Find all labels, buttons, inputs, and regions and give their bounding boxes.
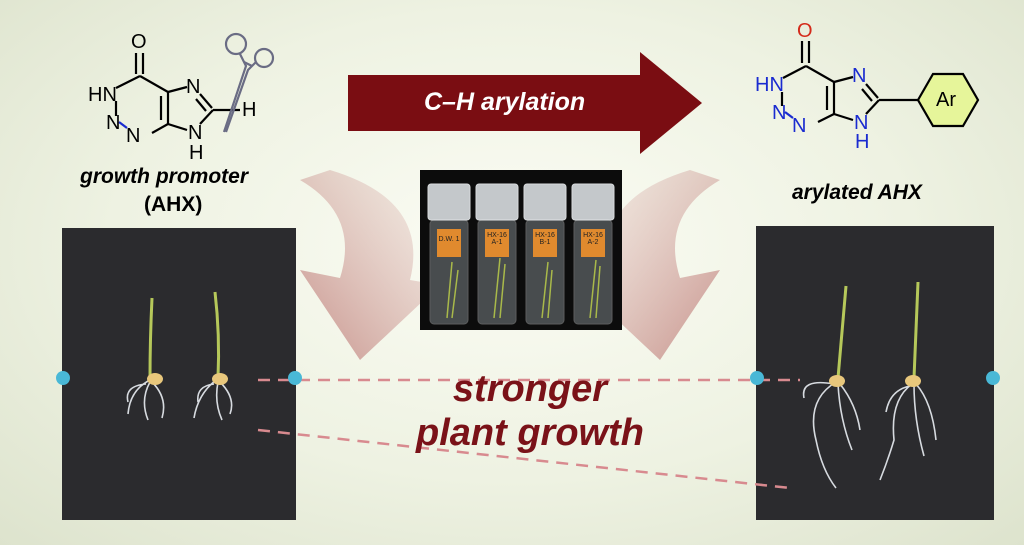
atom-h: H (855, 131, 870, 153)
photo-right (756, 226, 994, 520)
atom-h: H (189, 142, 204, 164)
photo-edge-dot (750, 371, 764, 385)
vial-label: HX-16 A-1 (487, 232, 507, 246)
atom-n: N (106, 112, 121, 134)
comparison-lines (257, 378, 800, 490)
atom-hn: HN (755, 74, 784, 96)
result-line-2: plant growth (416, 412, 644, 454)
aryl-ring (916, 72, 980, 128)
ahx-structure (114, 53, 240, 134)
atom-n: N (188, 122, 203, 144)
curved-arrow-left (300, 170, 440, 360)
photo-edge-dot (986, 371, 1000, 385)
atom-n: N (186, 76, 201, 98)
photo-edge-dot (288, 371, 302, 385)
atom-n: N (792, 115, 807, 137)
atom-n: N (854, 112, 869, 134)
atom-o: O (131, 31, 147, 53)
vial-labels-bg (437, 229, 605, 257)
vial-label: HX-16 B-1 (535, 232, 555, 246)
photo-edge-dot (56, 371, 70, 385)
left-seedling (126, 291, 233, 421)
ahx-caption: growth promoter (80, 165, 248, 188)
forceps-icon (222, 32, 275, 133)
vial-label: HX-16 A-2 (583, 232, 603, 246)
ahx-abbrev: (AHX) (144, 193, 203, 216)
photo-left (62, 228, 296, 520)
vial-label: D.W. 1 (438, 236, 460, 243)
atom-n: N (772, 102, 787, 124)
reaction-arrow-label: C–H arylation (424, 88, 586, 116)
right-seedling (802, 281, 937, 489)
arylated-ahx-structure (780, 41, 918, 123)
seedlings-in-vials (446, 257, 601, 319)
result-line-1: stronger (452, 368, 608, 410)
atom-n: N (126, 125, 141, 147)
arylated-ahx-caption: arylated AHX (792, 181, 922, 204)
atom-h: H (242, 99, 257, 121)
atom-o: O (797, 20, 813, 42)
atom-hn: HN (88, 84, 117, 106)
atom-n: N (852, 65, 867, 87)
vials-photo (420, 170, 622, 330)
aryl-label: Ar (936, 89, 956, 111)
reaction-arrow (348, 52, 702, 154)
